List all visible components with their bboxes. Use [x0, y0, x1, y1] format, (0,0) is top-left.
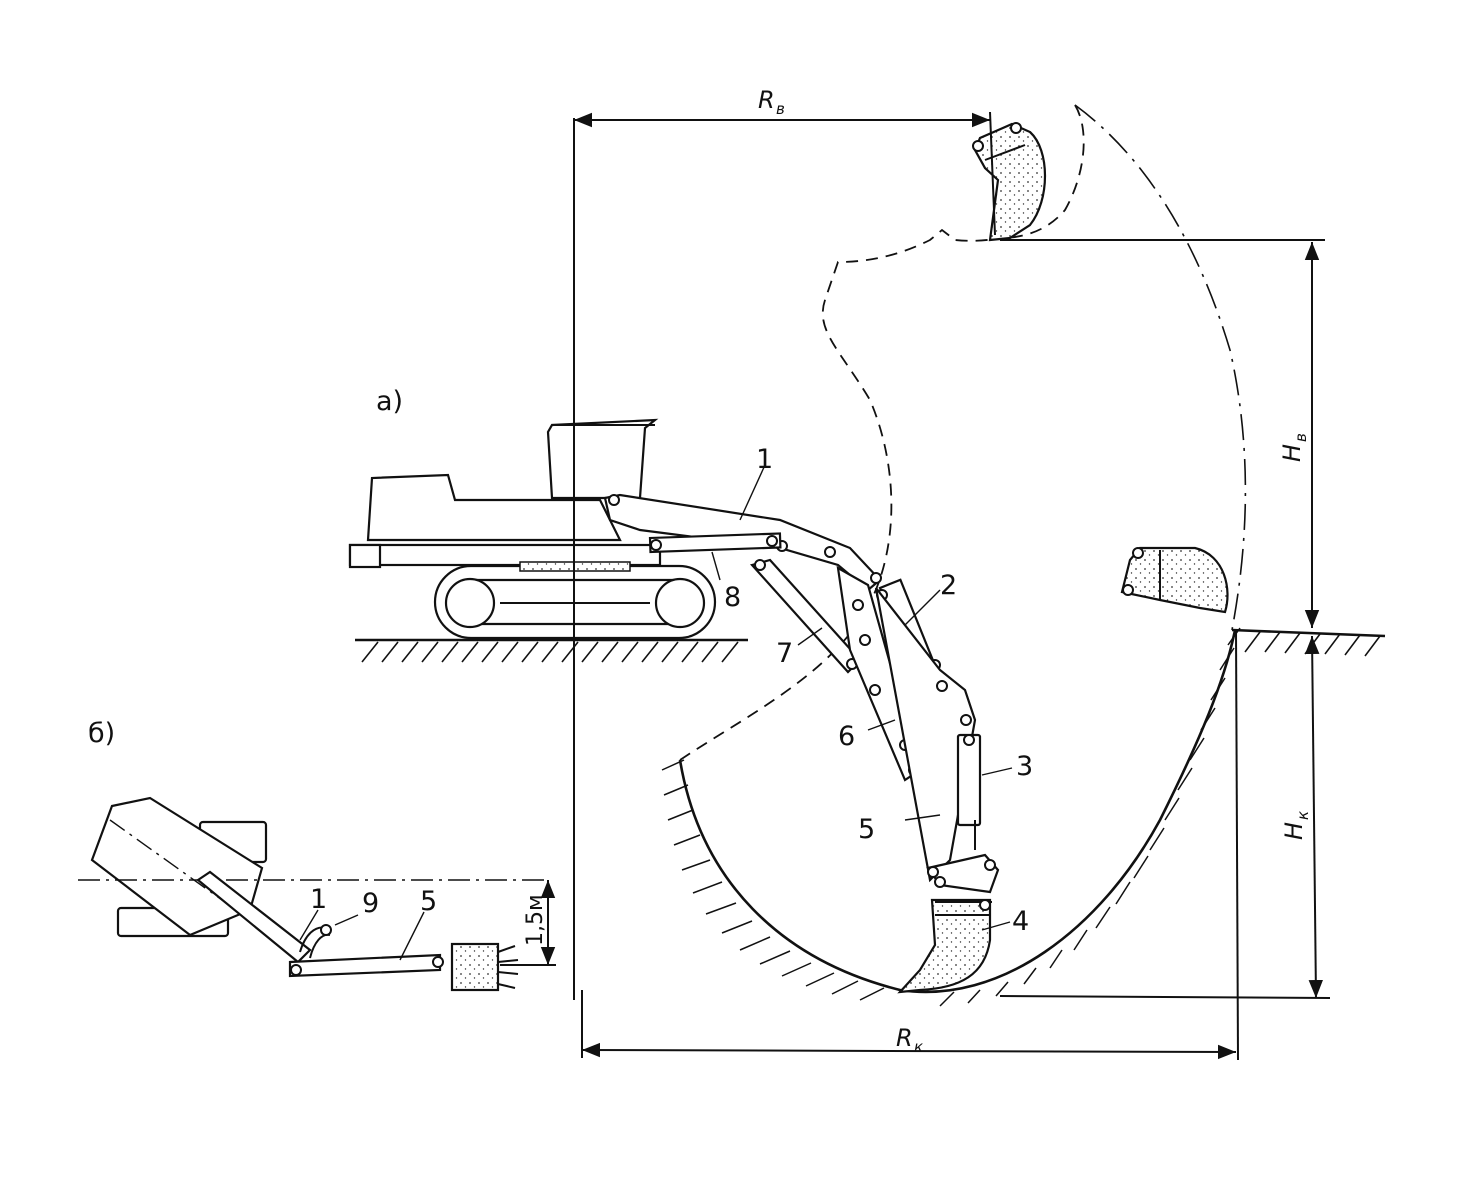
part-label-4: 4 [1012, 906, 1029, 937]
part-label-7: 7 [776, 638, 793, 669]
panel-b-part-label-5: 5 [420, 886, 437, 917]
cylinder-3 [956, 733, 982, 850]
svg-text:R: R [896, 1024, 913, 1052]
rk-dim-line [581, 1042, 1237, 1060]
panel-b-label: б) [88, 718, 115, 749]
rv-label: R в [758, 86, 785, 118]
part-label-5: 5 [858, 814, 875, 845]
part-label-3: 3 [1016, 751, 1033, 782]
panel-b-part-label-9: 9 [362, 888, 379, 919]
svg-text:1,5м: 1,5м [523, 894, 548, 946]
panel-b-part-label-1: 1 [310, 884, 327, 915]
svg-text:к: к [914, 1038, 923, 1056]
part-label-2: 2 [940, 570, 957, 601]
panel-b-part-9 [299, 924, 332, 959]
panel-a: а) 1 2 3 4 5 6 7 8 R в H в H к R к [348, 86, 1386, 1061]
svg-text:H: H [1278, 444, 1306, 462]
svg-text:H: H [1280, 822, 1308, 840]
part-label-6: 6 [838, 721, 855, 752]
bucket-resting [1120, 546, 1229, 614]
bucket-linkage [926, 853, 1000, 894]
panel-b: б) [78, 718, 556, 992]
part-label-1: 1 [756, 444, 773, 475]
ground-right [1231, 628, 1386, 657]
excavation-pit [661, 627, 1241, 1007]
hk-label: H к [1280, 811, 1312, 840]
panel-b-bucket [450, 942, 519, 992]
leader-lines [711, 464, 1013, 931]
panel-b-arm [288, 953, 444, 978]
svg-text:в: в [776, 100, 785, 118]
panel-b-depth-label: 1,5м [523, 894, 548, 946]
ground-left [355, 638, 748, 663]
dimensions [573, 111, 1331, 1061]
panel-a-label: а) [376, 386, 403, 417]
bucket-raised [972, 122, 1046, 242]
svg-text:R: R [758, 86, 775, 114]
cylinder-8 [648, 532, 782, 554]
svg-text:к: к [1294, 811, 1312, 820]
working-zone-top [999, 104, 1085, 239]
bucket-4 [897, 898, 992, 994]
working-zone-inner [679, 228, 1001, 761]
rk-label: R к [896, 1024, 923, 1056]
hk-dim-line [1304, 635, 1324, 999]
hv-label: H в [1278, 433, 1310, 462]
working-zone-outer [1074, 104, 1247, 631]
svg-text:в: в [1292, 433, 1310, 442]
panel-b-boom [196, 870, 312, 964]
part-label-8: 8 [724, 582, 741, 613]
arm-5 [874, 587, 977, 883]
panel-b-body [90, 796, 268, 938]
